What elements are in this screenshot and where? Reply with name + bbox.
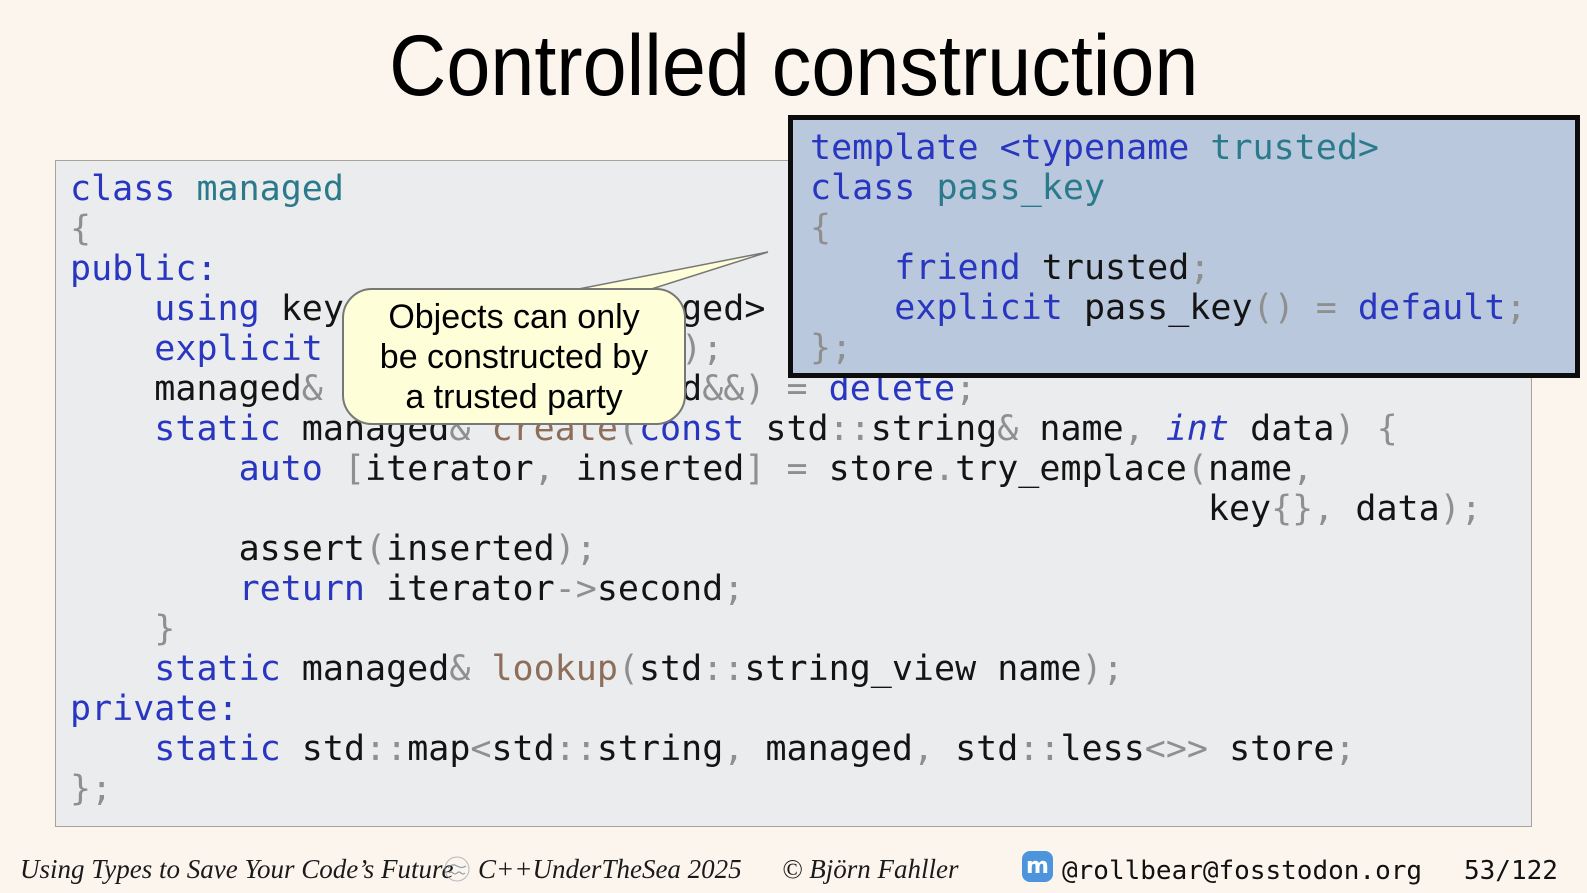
code-line: public: [70, 249, 218, 289]
code-line: static managed& create(const std::string… [154, 409, 1398, 449]
bubble-line: be constructed by [379, 338, 649, 376]
code-line: class managed [70, 169, 344, 209]
code-line: class pass_key [810, 168, 1106, 208]
speech-bubble: Objects can only be constructed by a tru… [342, 288, 686, 425]
code-line: static std::map<std::string, managed, st… [154, 729, 1356, 769]
code-line: { [810, 208, 832, 248]
code-line: assert(inserted); [70, 529, 597, 569]
footer-deck-title: Using Types to Save Your Code’s Future [20, 854, 454, 884]
code-line: } [154, 609, 176, 649]
code-line: template <typename trusted> [810, 128, 1379, 168]
footer-conference: C++UnderTheSea 2025 [478, 854, 742, 884]
code-line: explicit pass_key() = default; [894, 288, 1527, 328]
mastodon-icon: m [1022, 851, 1053, 882]
footer-page-number: 53/122 [1464, 856, 1558, 886]
code-line: static managed& lookup(std::string_view … [154, 649, 1124, 689]
code-line: }; [810, 328, 853, 368]
overlay-code-block: template <typename trusted>class pass_ke… [788, 115, 1580, 378]
code-line: friend trusted; [894, 248, 1211, 288]
code-line: return iterator->second; [238, 569, 745, 609]
code-line: auto [iterator, inserted] = store.try_em… [238, 449, 1314, 489]
footer-handle: @rollbear@fosstodon.org [1062, 856, 1423, 886]
footer-copyright: © Björn Fahller [782, 854, 959, 884]
bubble-line: Objects can only [388, 298, 640, 336]
mastodon-icon-glyph: m [1026, 853, 1049, 879]
footer: Using Types to Save Your Code’s Future C… [0, 846, 1587, 893]
code-line: }; [70, 769, 113, 809]
slide-title: Controlled construction [0, 14, 1587, 118]
code-line: private: [70, 689, 239, 729]
conference-logo-icon [444, 856, 470, 882]
bubble-line: a trusted party [405, 378, 623, 416]
code-line: key{}, data); [70, 489, 1482, 529]
code-line: { [70, 209, 92, 249]
slide-title-text: Controlled construction [388, 18, 1199, 114]
